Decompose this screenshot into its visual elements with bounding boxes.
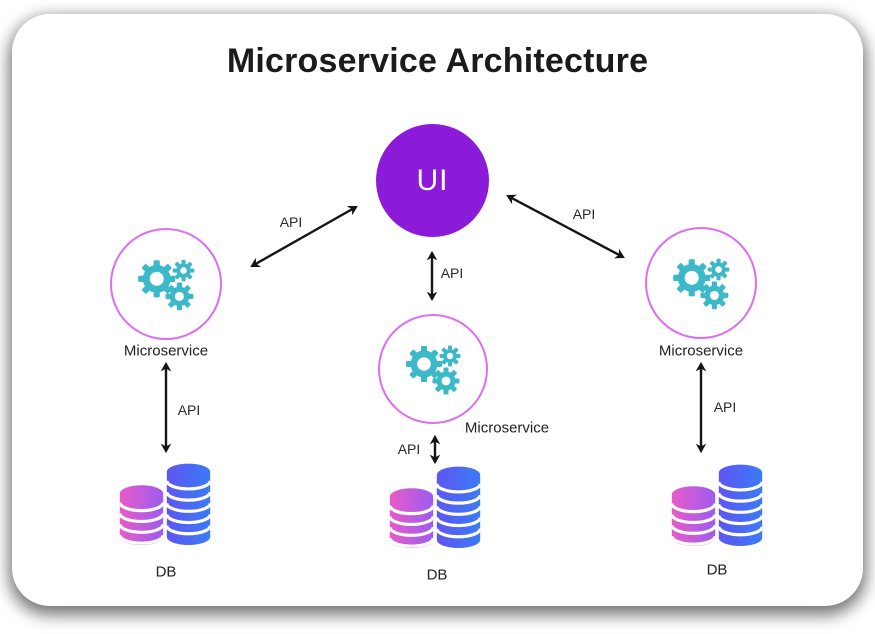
- api-label-ui-center: API: [440, 265, 464, 281]
- microservice-center-label: Microservice: [464, 419, 550, 437]
- gears-icon: [673, 258, 730, 310]
- db-center-label: DB: [426, 566, 448, 584]
- gears-icon: [406, 345, 461, 395]
- db-right-label: DB: [706, 561, 728, 579]
- database-icon: [388, 465, 482, 550]
- database-icon: [118, 462, 212, 547]
- db-left-label: DB: [155, 563, 177, 581]
- gears-icon: [138, 259, 195, 311]
- api-label-ui-left: API: [279, 214, 303, 230]
- microservice-right-node: [645, 227, 757, 339]
- microservice-left-label: Microservice: [123, 342, 209, 360]
- diagram-title: Microservice Architecture: [226, 42, 649, 80]
- microservice-right-label: Microservice: [658, 342, 744, 360]
- api-label-ui-right: API: [572, 206, 596, 222]
- database-icon: [670, 463, 764, 548]
- ui-node: UI: [376, 124, 489, 237]
- microservice-center-node: [378, 314, 488, 424]
- microservice-left-node: [110, 228, 222, 340]
- ui-node-label: UI: [416, 163, 449, 197]
- api-label-center-db: API: [397, 441, 421, 457]
- api-label-left-db: API: [177, 402, 201, 418]
- api-label-right-db: API: [713, 399, 737, 415]
